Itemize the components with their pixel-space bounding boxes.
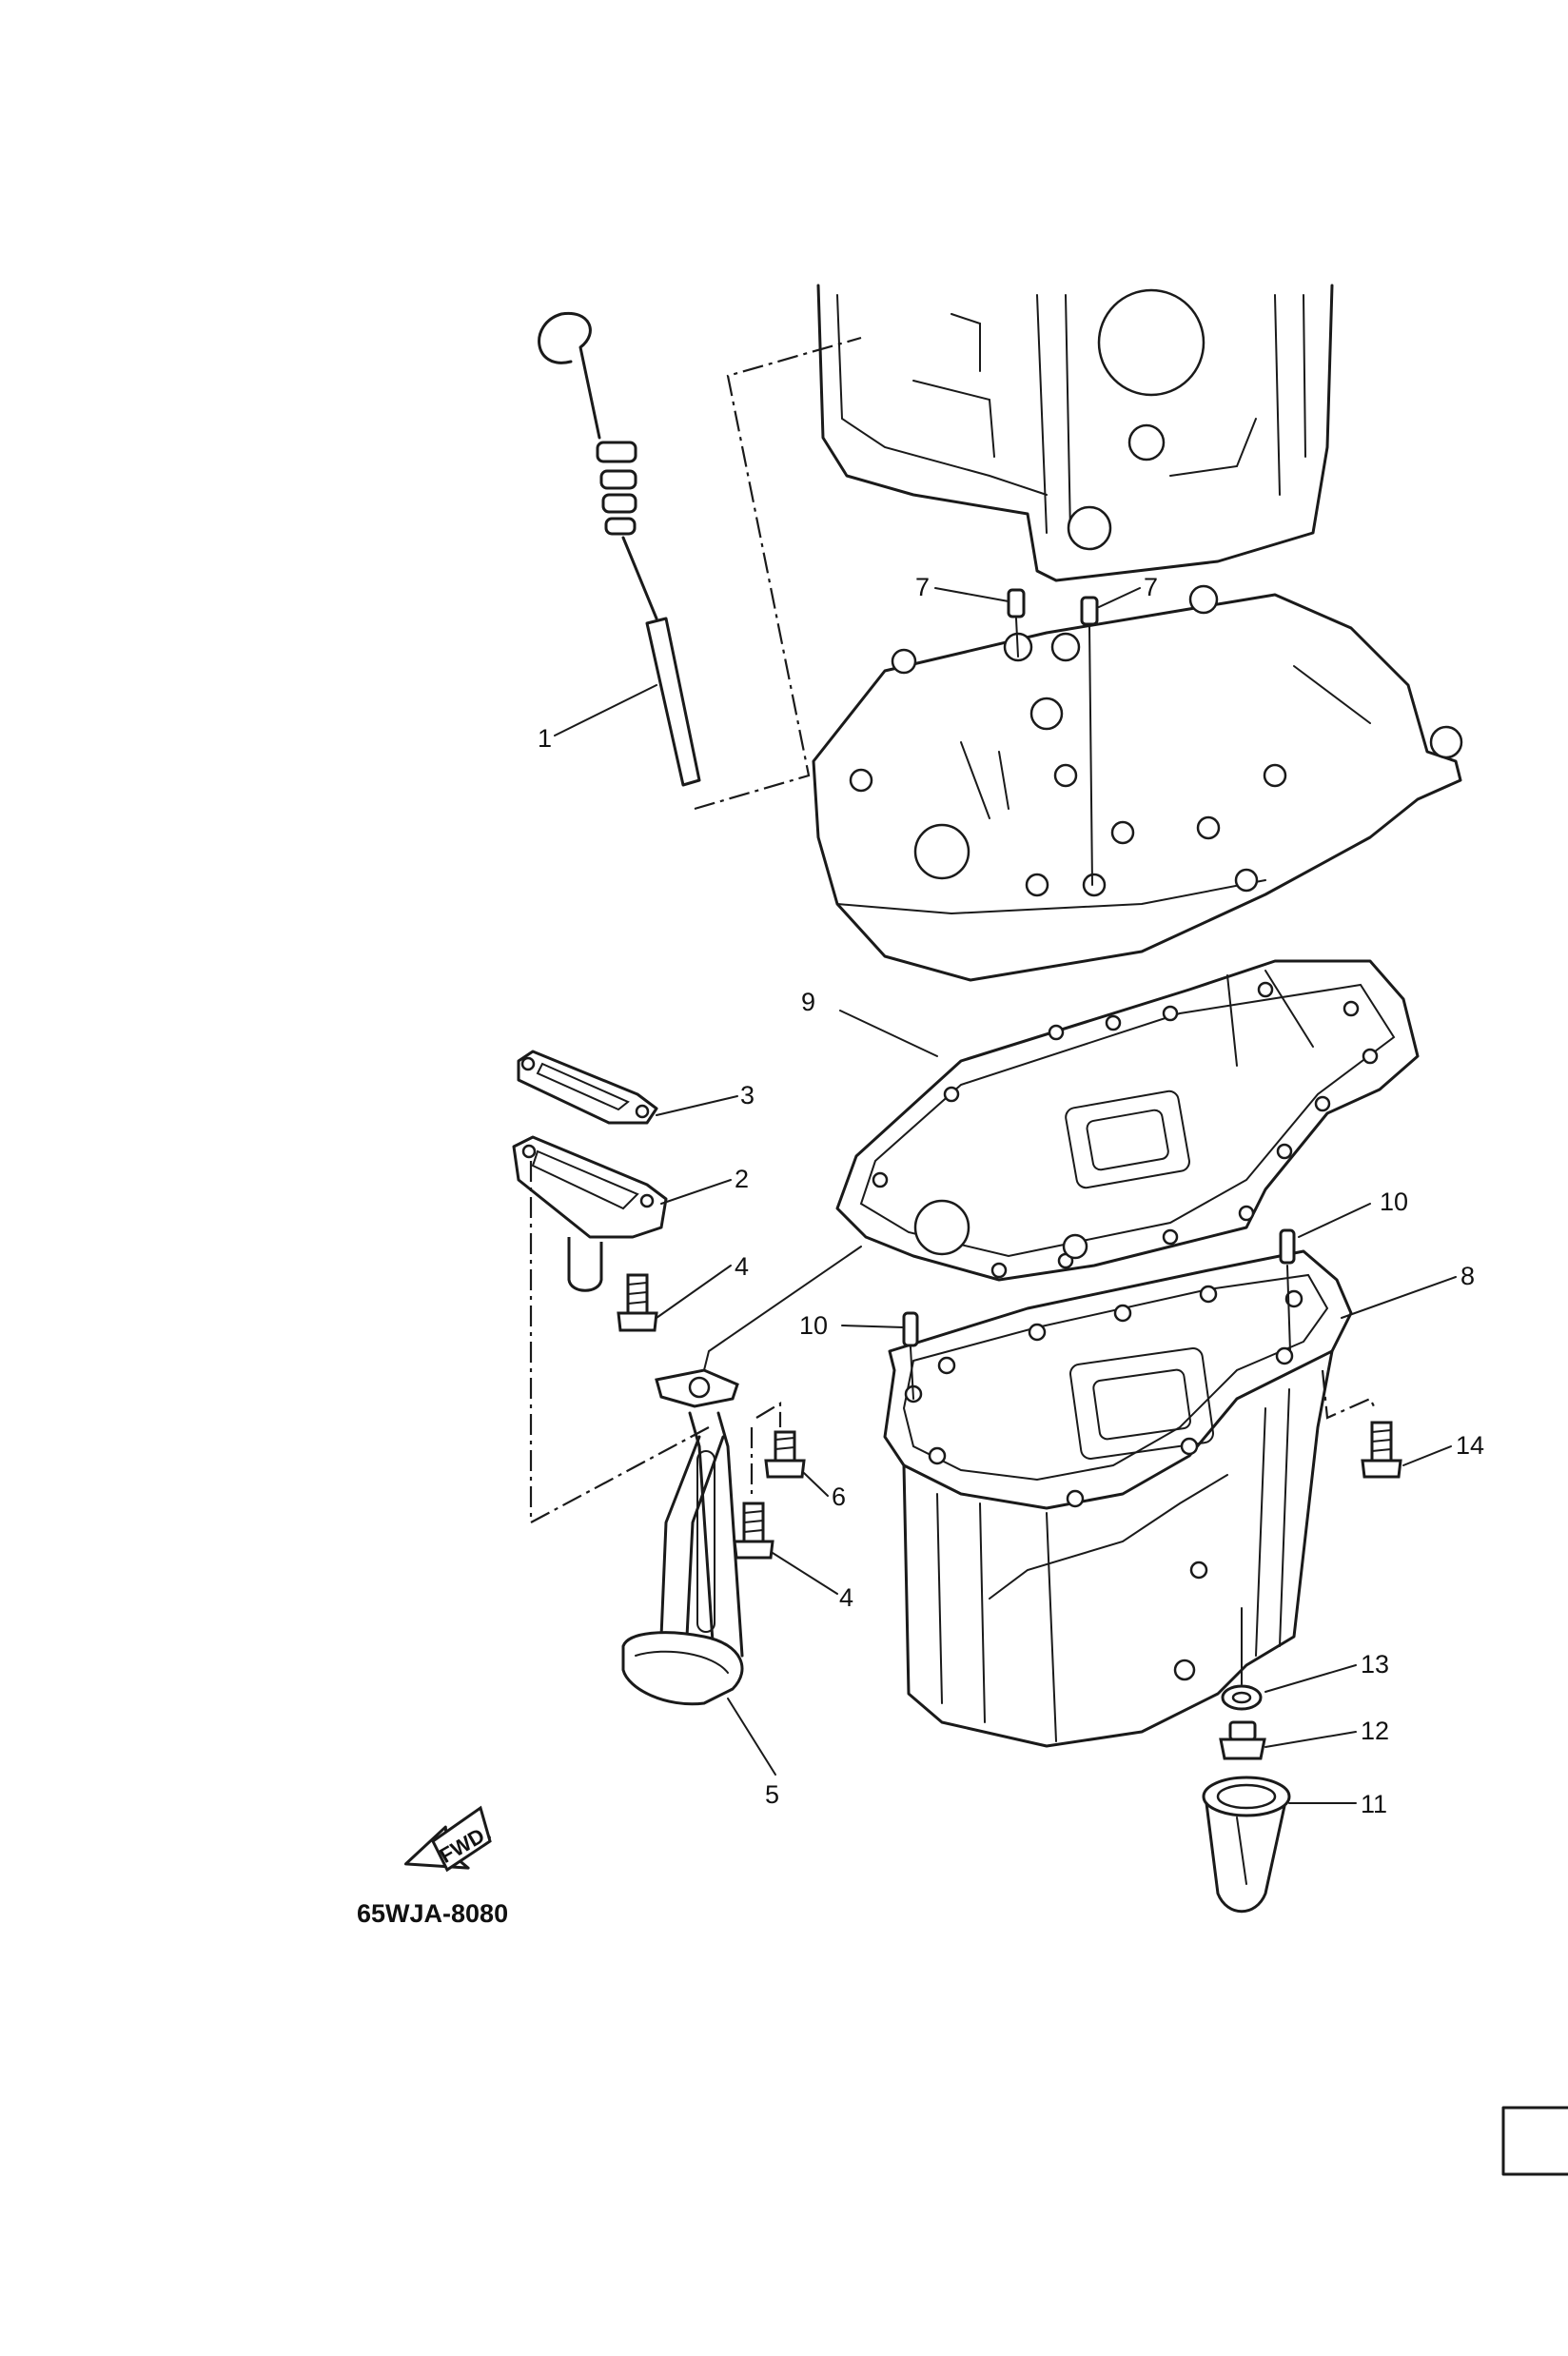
bolt-4-lower	[733, 1502, 774, 1560]
engine-block	[816, 284, 1334, 582]
figure-code: 65WJA-8080	[357, 1899, 508, 1928]
callout-3: 3	[740, 1081, 755, 1109]
callout-7-right: 7	[1144, 573, 1158, 601]
callout-4-lower: 4	[839, 1583, 853, 1612]
callout-8: 8	[1460, 1262, 1475, 1290]
drain-washer	[1221, 1607, 1263, 1711]
dipstick-reference-line	[694, 336, 862, 811]
callout-10-left: 10	[799, 1311, 828, 1340]
leader-lines	[554, 587, 1457, 1804]
bolt-4-upper	[617, 1273, 658, 1332]
callout-1: 1	[538, 724, 552, 753]
callout-11: 11	[1361, 1790, 1387, 1818]
page-frame-fragment	[1501, 2106, 1568, 2176]
bolt-14	[1361, 1421, 1402, 1479]
callout-12: 12	[1361, 1717, 1389, 1745]
strainer-housing	[512, 1135, 668, 1292]
housing-reference-line	[529, 1161, 710, 1524]
forward-arrow-icon: FWD	[403, 1805, 492, 1873]
dowel-pin-10-left	[902, 1311, 919, 1400]
callout-5: 5	[765, 1780, 779, 1809]
dowel-pin-7-right	[1080, 596, 1099, 886]
drain-plug	[1219, 1720, 1266, 1760]
callout-labels: 1 2 3 4 4 5 6 7 7 8 9 10 10 11 12 13 14	[538, 573, 1484, 1818]
bolt-6	[764, 1430, 806, 1479]
callout-9: 9	[801, 988, 815, 1016]
oil-pan-gasket	[835, 959, 1420, 1282]
crankcase-plate	[812, 584, 1463, 982]
callout-4-upper: 4	[735, 1252, 749, 1281]
callout-7-left: 7	[915, 573, 930, 601]
dowel-pin-10-right	[1279, 1228, 1296, 1352]
oil-dipstick	[538, 311, 701, 787]
callout-10-right: 10	[1380, 1188, 1408, 1216]
callout-2: 2	[735, 1165, 749, 1193]
strainer-gasket	[517, 1050, 658, 1125]
dowel-pin-7-left	[1007, 588, 1026, 658]
oil-strainer	[621, 1368, 744, 1706]
oil-pan	[883, 1249, 1353, 1748]
drain-cover	[1202, 1776, 1291, 1914]
callout-14: 14	[1456, 1431, 1484, 1460]
callout-6: 6	[832, 1482, 846, 1511]
callout-13: 13	[1361, 1650, 1389, 1679]
bolt-6-reference-line	[750, 1402, 782, 1494]
bolt-14-reference-line	[1321, 1369, 1376, 1420]
